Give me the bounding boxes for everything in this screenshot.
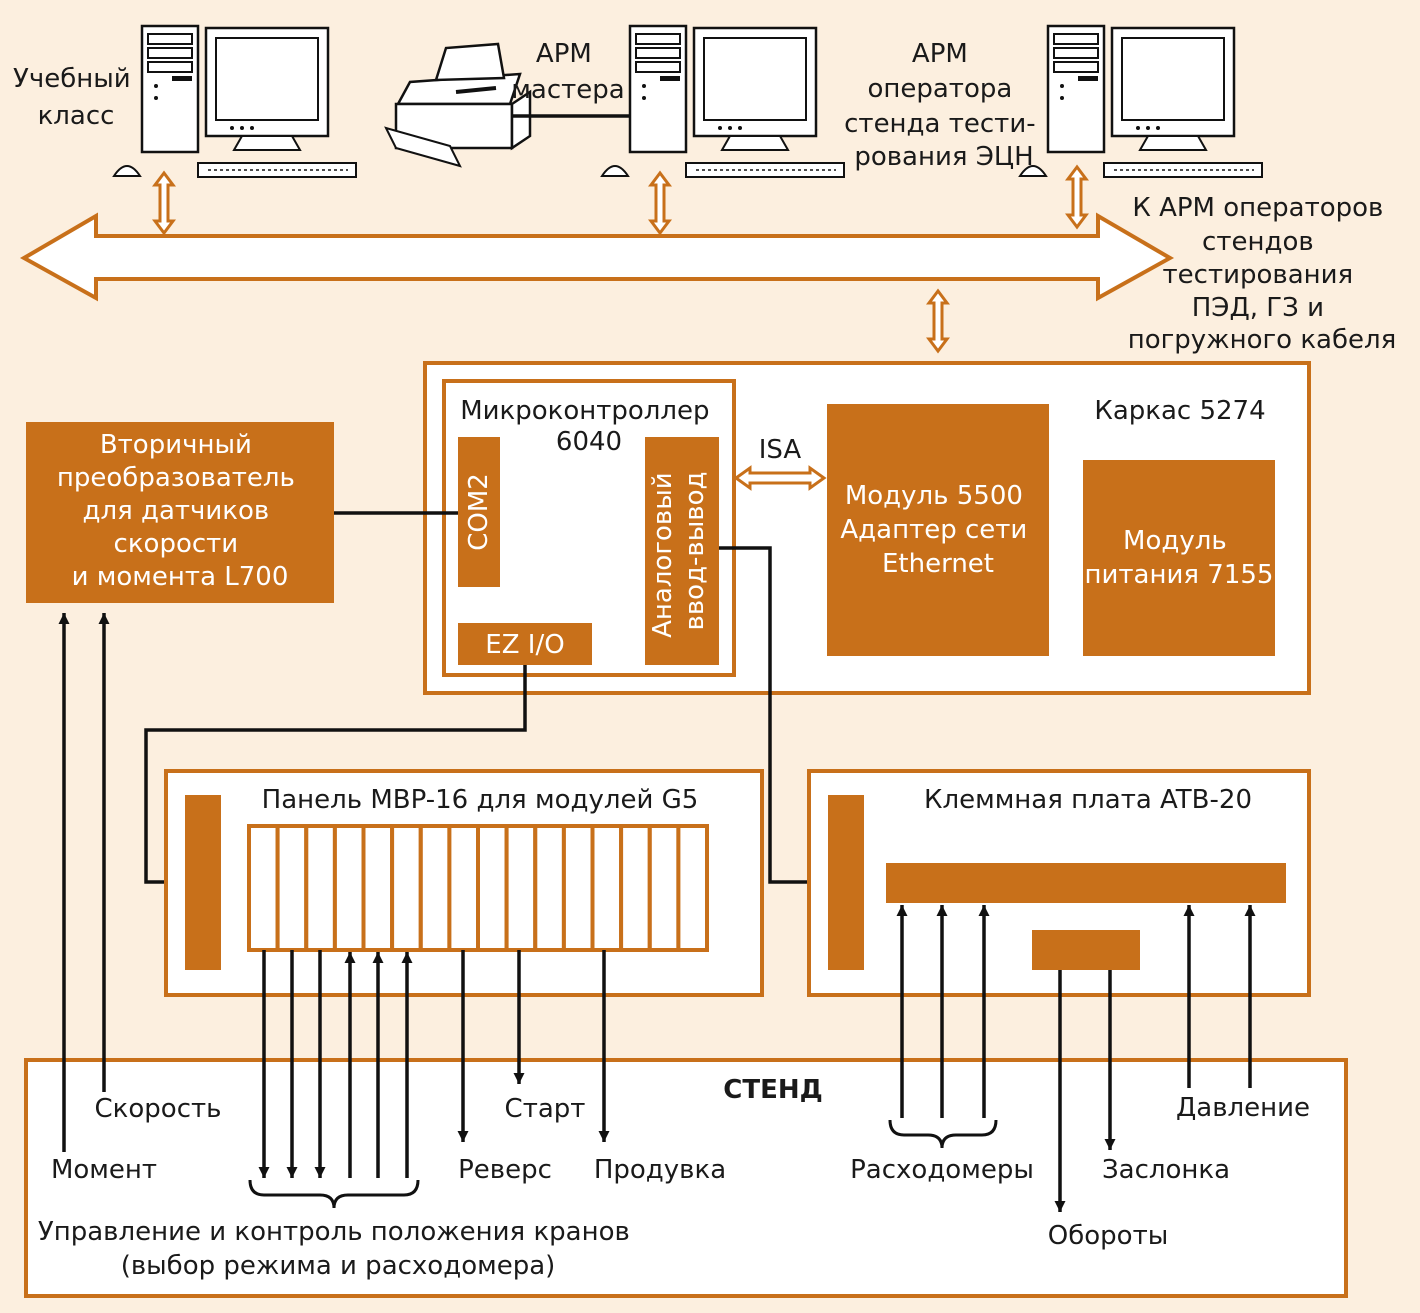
master-bus-arrow [649,171,671,235]
panel-mbr-label: Панель MBP-16 для модулей G5 [262,785,699,815]
valves-label: Управление и контроль положения кранов (… [38,1217,638,1281]
panel-slot [647,824,681,952]
operator-computer-icon [1018,24,1264,179]
panel-slot [590,824,624,952]
network-bus-arrow [19,212,1175,302]
operator-label: АРМ оператора стенда тести- рования ЭЦН [844,39,1044,172]
classroom-computer-icon [112,24,358,179]
module-5500-box [827,404,1049,656]
damper-label: Заслонка [1102,1155,1230,1185]
panel-slot [275,824,309,952]
flowmeters-brace [888,1119,998,1149]
master-label: АРМ мастера [511,39,624,105]
classroom-label: Учебный класс [13,64,139,131]
valves-brace [248,1179,420,1209]
panel-slot [447,824,480,952]
board-atb-terminal-bar [886,863,1286,903]
panel-slot [418,824,452,952]
module-5500-label: Модуль 5500 Адаптер сети Ethernet [840,481,1035,579]
panel-slot [332,824,366,952]
module-7155-label: Модуль питания 7155 [1085,526,1274,590]
panel-slot [304,824,337,952]
analog-io-label: Аналоговый ввод-вывод [648,464,710,638]
signal-arrows [58,613,1256,1212]
isa-arrow [733,465,827,491]
converter-box [26,422,334,603]
ez-io-block [458,623,592,665]
panel-slot [676,824,710,952]
panel-slot [390,824,423,952]
board-atb-connector [828,795,864,970]
operator-bus-arrow [1066,165,1088,229]
rpm-label: Обороты [1048,1221,1169,1251]
stand-title: СТЕНД [723,1075,823,1105]
isa-label: ISA [759,435,802,465]
panel-mbr-connector [185,795,221,970]
master-computer-icon [600,24,846,179]
ez-io-label: EZ I/O [485,630,564,660]
board-atb-small-block [1032,930,1140,970]
analog-io-block [645,437,719,665]
microcontroller-label: Микроконтроллер 6040 [460,396,718,457]
classroom-bus-arrow [153,171,175,235]
panel-slot [561,824,595,952]
moment-label: Момент [51,1155,157,1185]
panel-slot [533,824,566,952]
connection-lines [144,511,828,884]
module-7155-box [1083,460,1275,656]
panel-mbr-slots [247,824,710,952]
board-atb-label: Клеммная плата ATB-20 [924,785,1252,815]
chassis-bus-arrow [927,289,949,353]
pressure-label: Давление [1176,1093,1310,1123]
panel-slot [476,824,509,952]
panel-slot [504,824,538,952]
purge-label: Продувка [594,1155,726,1185]
panel-slot [361,824,395,952]
com2-port [458,437,500,587]
printer-icon [384,42,630,168]
reverse-label: Реверс [458,1155,552,1185]
com2-label: COM2 [464,473,494,551]
panel-slot [247,824,280,952]
converter-label: Вторичный преобразователь для датчиков с… [57,430,303,592]
flowmeters-label: Расходомеры [850,1155,1034,1185]
external-workstations-label: К АРМ операторов стендов тестирования ПЭ… [1128,193,1397,355]
speed-label: Скорость [95,1094,222,1124]
stand-frame [24,1058,1348,1298]
panel-slot [619,824,652,952]
start-label: Старт [505,1094,586,1124]
chassis-label: Каркас 5274 [1094,396,1265,426]
